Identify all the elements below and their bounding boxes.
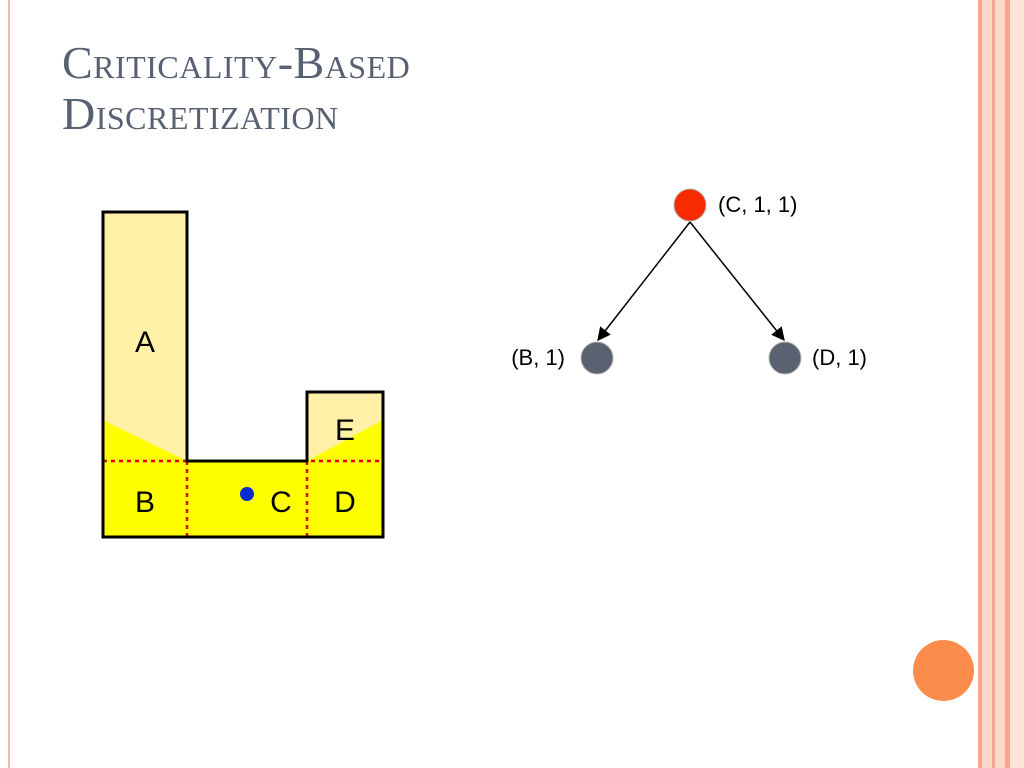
frame-bar xyxy=(995,0,1005,768)
tree-root-node xyxy=(673,188,707,222)
frame-bar xyxy=(978,0,982,768)
tree-node-b-label: (B, 1) xyxy=(511,345,565,370)
right-frame-bars xyxy=(978,0,1024,768)
region-d-gradient xyxy=(307,420,383,461)
tree-node-d xyxy=(768,341,802,375)
region-b-gradient xyxy=(103,420,187,461)
map-outline xyxy=(101,210,385,539)
tree-diagram: (C, 1, 1) (B, 1) (D, 1) xyxy=(511,188,867,375)
region-label-b: B xyxy=(135,486,155,519)
region-label-e: E xyxy=(335,414,355,447)
region-label-c: C xyxy=(270,486,292,519)
slide-title: Criticality-Based Discretization xyxy=(62,37,411,139)
frame-bar xyxy=(982,0,992,768)
title-line-1: Criticality-Based xyxy=(62,37,411,88)
region-label-d: D xyxy=(334,486,356,519)
frame-bar xyxy=(1005,0,1010,768)
region-label-a: A xyxy=(135,326,155,359)
left-frame-rule xyxy=(8,0,10,768)
frame-bar xyxy=(1010,0,1024,768)
edge-root-to-b xyxy=(597,221,691,342)
tree-node-b xyxy=(580,341,614,375)
frame-bar xyxy=(992,0,995,768)
tree-root-label: (C, 1, 1) xyxy=(718,192,797,217)
title-line-2: Discretization xyxy=(62,87,339,139)
location-point xyxy=(240,487,254,501)
tree-node-d-label: (D, 1) xyxy=(812,345,867,370)
decorative-accent-circle xyxy=(913,640,974,701)
edge-root-to-d xyxy=(689,221,785,342)
region-map: A E B C D xyxy=(101,210,385,539)
